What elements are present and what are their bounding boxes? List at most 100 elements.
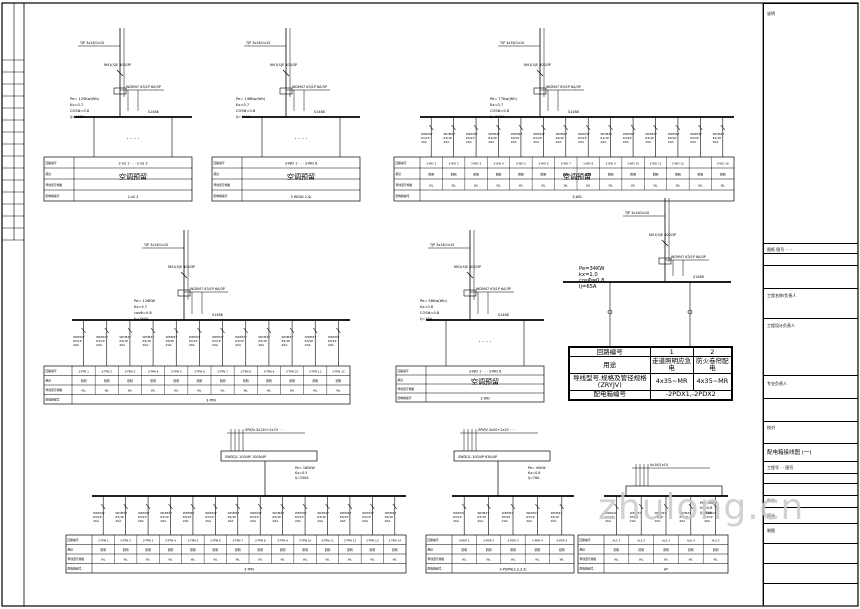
table-row-header: 导线型号规格 — [214, 183, 231, 187]
circuit-use: 照明 — [197, 379, 203, 383]
title-block-text: 审核 — [767, 498, 775, 503]
load-calc-text: Ij=330A — [295, 476, 309, 480]
branch-breaker-label: 63/1P — [160, 515, 169, 519]
branch-breaker-label: WDM47 — [443, 132, 455, 136]
distribution-panel: ZRYJV-3x50+2x25 · · ·SWDQ1-100/4P 63A/4P… — [425, 428, 575, 574]
circuit-cable: WL — [474, 184, 479, 188]
circuit-cable: WL — [168, 558, 173, 562]
table-row-header: 用途 — [214, 172, 220, 176]
table-row-header: 用途 — [398, 378, 404, 382]
branch-breaker-label: WDM47 — [645, 132, 657, 136]
title-block-text: 专业负责人 — [767, 381, 787, 386]
circuit-id: 3-TPN 2 — [120, 539, 131, 543]
title-block: 说明图纸 图号 · · ·工程名称/负责人工程设计负责人专业负责人校对配电箱接线… — [763, 3, 858, 605]
branch-breaker-label: 63/1P — [272, 515, 281, 519]
table-row-header: 导线型号规格 — [580, 557, 597, 561]
branch-breaker-label: WDM47 — [668, 132, 680, 136]
branch-breaker — [541, 124, 546, 131]
circuit-id: 3-PDP 3 — [508, 539, 519, 543]
title-block-text: 设计 — [767, 513, 775, 518]
branch-breaker-label: 20A — [704, 519, 711, 523]
panel-footer: 3-WD — [572, 195, 582, 199]
circuit-use: 照明 — [541, 173, 547, 177]
branch-breaker-label: 63/1P — [453, 515, 462, 519]
branch-breaker-label: 20A — [166, 343, 173, 347]
branch-breaker-label: 63/1P — [138, 515, 147, 519]
circuit-id: 3-WD 8 — [583, 162, 593, 166]
branch-breaker — [235, 503, 241, 510]
table-row-header: 用途 — [46, 172, 52, 176]
branch-breaker-label: 63/1P — [119, 339, 128, 343]
ellipsis-dots: · · · · — [478, 339, 491, 346]
branch-breaker-label: 20A — [421, 140, 428, 144]
branch-breaker-label: WDM47 — [119, 335, 131, 339]
branch-breaker-label: 20A — [477, 519, 484, 523]
circuit-cable: WL — [128, 389, 133, 393]
reserve-label: 空调预留 — [119, 172, 147, 181]
load-calc-text: Kx=0.8 — [700, 506, 712, 510]
reserve-label: 空调预留 — [563, 172, 591, 181]
load-calc-text: Kx=0.5 — [295, 471, 307, 475]
title-block-rule — [764, 583, 858, 584]
circuit-id: 3-TPN 7 — [232, 539, 243, 543]
table-row-header: 配电箱编号 — [428, 567, 442, 571]
branch-breaker-label: 20A — [556, 140, 563, 144]
circuit-use: 照明 — [280, 548, 286, 552]
table-row-header: 导线型号规格 — [396, 183, 413, 187]
circuit-cable: WL — [451, 184, 456, 188]
branch-breaker-label: WDM47 — [511, 132, 523, 136]
circuit-use: 照明 — [289, 379, 295, 383]
table-row-header: 回路编号 — [68, 538, 79, 542]
right-tap-label: S1488 — [498, 313, 509, 317]
table-row-header: 用途 — [396, 172, 402, 176]
branch-breaker — [150, 327, 156, 334]
circuit-cable: WL — [429, 184, 434, 188]
branch-breaker-label: 20A — [250, 519, 257, 523]
branch-breaker-label: WDM47 — [623, 132, 635, 136]
circuit-cable: WL — [213, 558, 218, 562]
circuit-cable: WL — [676, 184, 681, 188]
circuit-id: 3-TPN 10 — [299, 539, 312, 543]
circuit-use: 照明 — [510, 548, 516, 552]
meter-box — [658, 257, 672, 265]
circuit-id: 3-WD 3 — [471, 162, 481, 166]
incoming-cable-label: TJP 3x16/1x10 — [79, 41, 104, 45]
branch-breaker-label: 63/1P — [600, 136, 609, 140]
incoming-cable-label: TJP 3x16/1x10 — [429, 243, 454, 247]
branch-breaker-label: 63/1P — [443, 136, 452, 140]
table-row-header: 用途 — [428, 548, 434, 552]
circuit-use: 照明 — [325, 548, 331, 552]
circuit-use: 照明 — [614, 548, 620, 552]
branch-breaker — [428, 124, 434, 131]
circuit-cable: WL — [586, 184, 591, 188]
branch-breaker-label: 20A — [385, 519, 392, 523]
load-calc-text: Pe= 129Kw(Wh) — [70, 97, 100, 101]
branch-breaker-label: 20A — [511, 140, 518, 144]
branch-breaker-label: WDM47 — [466, 132, 478, 136]
circuit-use: 照明 — [168, 548, 174, 552]
branch-breaker-label: 63/1P — [668, 136, 677, 140]
circuit-use: 照明 — [663, 548, 669, 552]
circuit-id: 3-WD 12 — [672, 162, 684, 166]
title-block-text: 工程号 · · 图号 — [767, 465, 794, 470]
title-block-rule — [764, 318, 858, 319]
circuit-cable: WL — [631, 184, 636, 188]
circuit-use: 照明 — [336, 379, 342, 383]
circuit-id: 3-TPN 9 — [264, 370, 275, 374]
branch-breaker-label: 63/1P — [235, 339, 244, 343]
table-row-header: 配电箱编号 — [46, 398, 60, 402]
right-tap-label: WDM47 63/1P 6A/3P — [292, 85, 327, 89]
circuit-id: 3-PDP 5 — [556, 539, 567, 543]
branch-breaker — [243, 327, 248, 334]
circuit-cable: WL — [220, 389, 225, 393]
branch-breaker-label: 20A — [93, 519, 100, 523]
circuit-cable: WL — [174, 389, 179, 393]
circuit-use: 照明 — [173, 379, 179, 383]
branch-breaker-label: 20A — [295, 519, 302, 523]
branch-breaker — [220, 327, 225, 334]
branch-breaker-label: 63/1P — [282, 339, 291, 343]
circuit-use: 照明 — [145, 548, 151, 552]
title-block-rule — [764, 443, 858, 444]
